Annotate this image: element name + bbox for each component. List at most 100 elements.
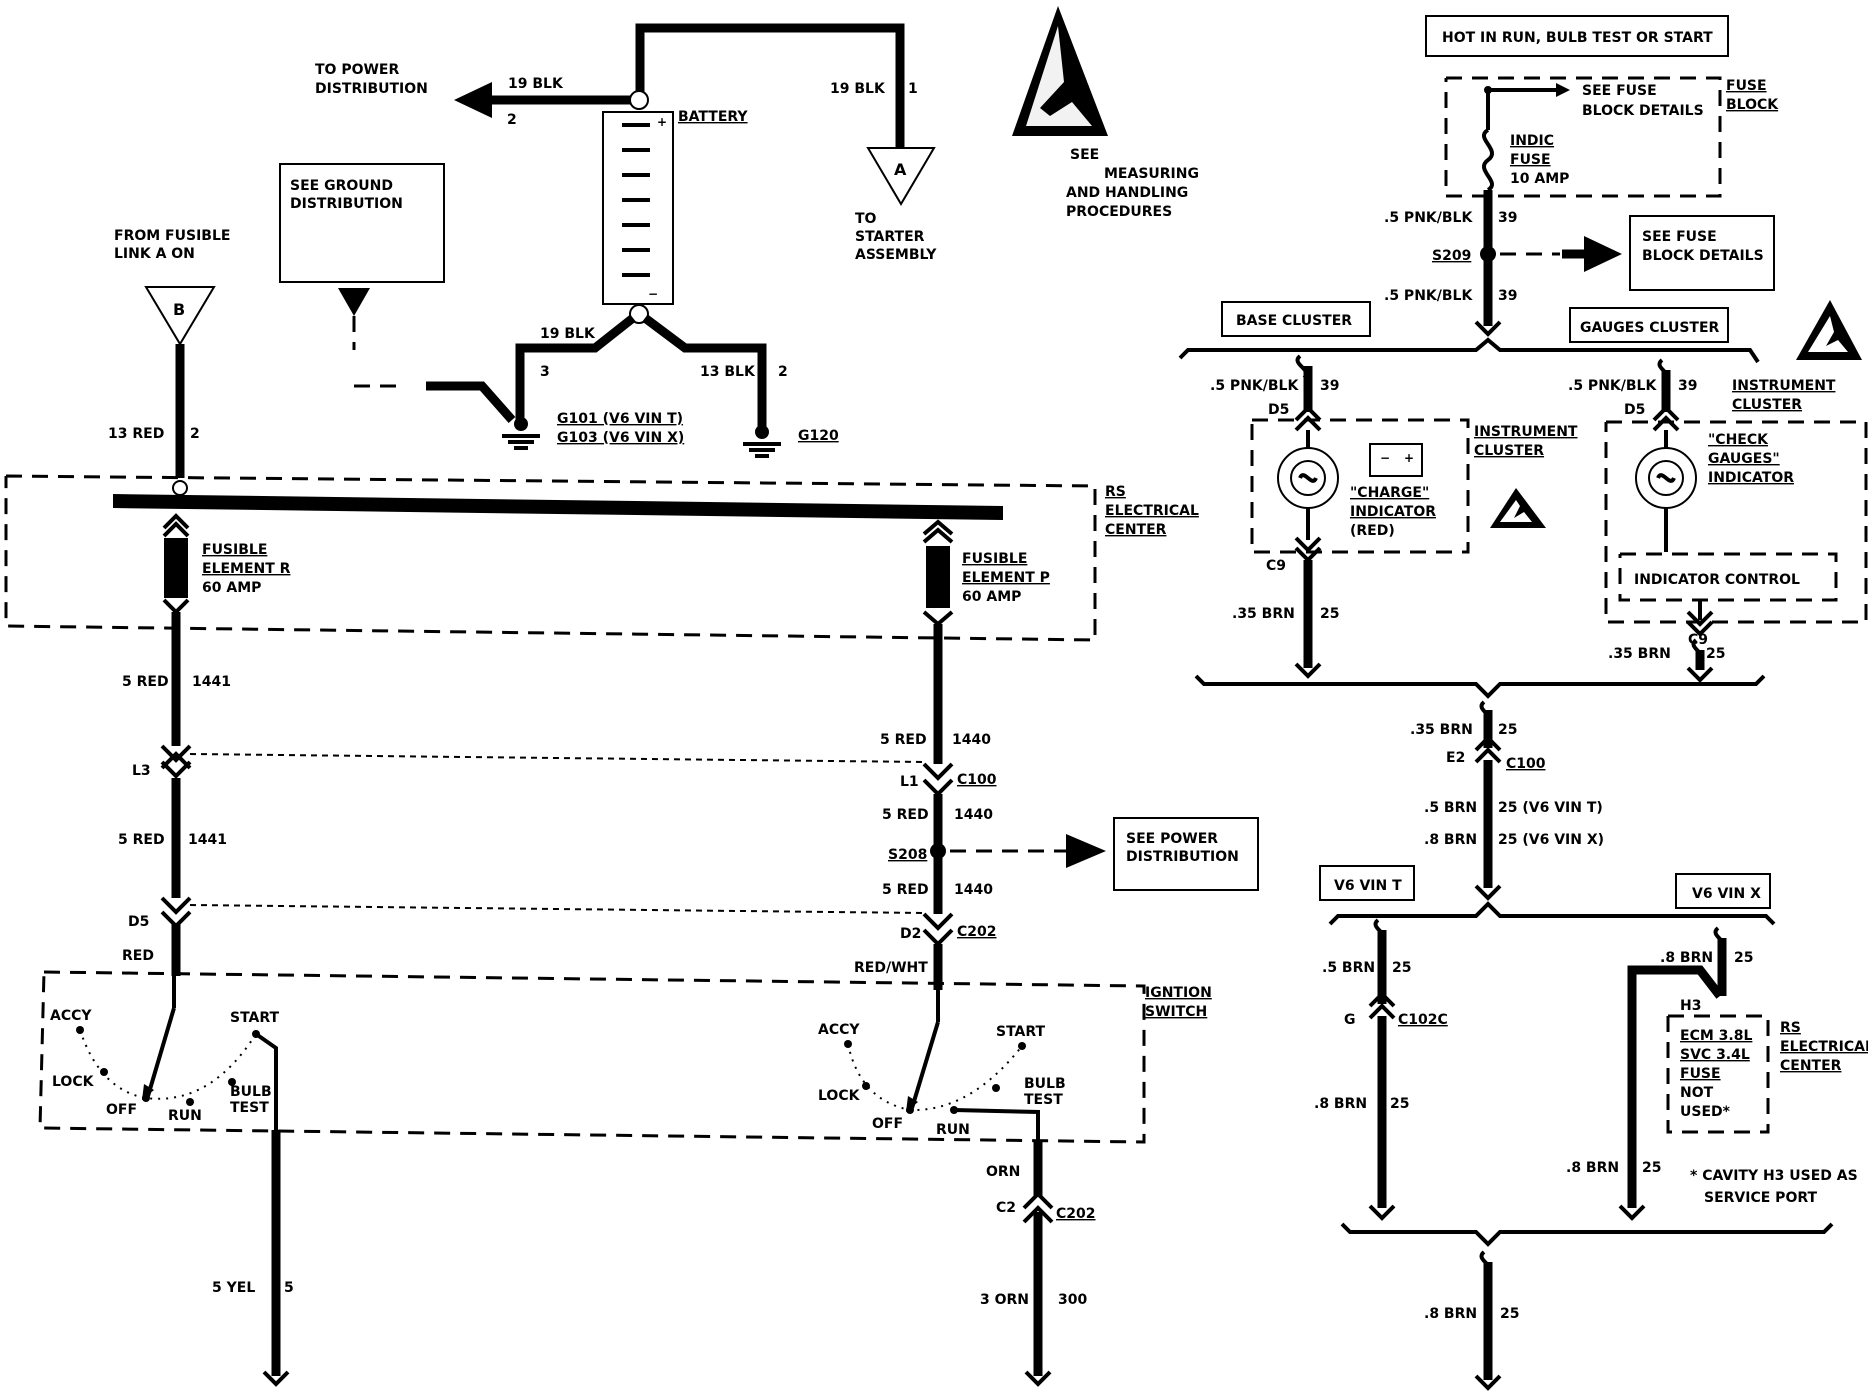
instrument-cluster-2-a: INSTRUMENT — [1732, 378, 1836, 394]
ignition-mid-start: START — [996, 1024, 1046, 1040]
final-merge-bar — [1340, 1222, 1834, 1247]
fusible-element-p — [926, 546, 950, 608]
wire-pnkblk-1-label: .5 PNK/BLK — [1384, 210, 1473, 226]
wire-5brn-vin-t-label: .5 BRN — [1424, 800, 1477, 816]
check-gauges-label-1: "CHECK — [1708, 432, 1769, 448]
fuse-block-border — [1444, 76, 1722, 198]
wire-19blk-right-label: 19 BLK — [830, 81, 886, 97]
c9-1-label: C9 — [1266, 558, 1286, 574]
cavity-note-1: * CAVITY H3 USED AS — [1690, 1168, 1858, 1184]
indic-fuse-icon — [1482, 128, 1494, 192]
wire-19blk-to-g101 — [515, 314, 636, 420]
ignition-left-test: TEST — [230, 1100, 269, 1116]
wire-13blk-label: 13 BLK — [700, 364, 756, 380]
v6-vin-x-box — [1675, 873, 1771, 909]
see-fuse-block-2-a: SEE FUSE — [1642, 229, 1717, 245]
ignition-mid-positions — [847, 1043, 1023, 1112]
connector-c202-link — [189, 904, 925, 914]
ignition-c202-label: C202 — [1056, 1206, 1096, 1222]
cluster-merge-bar — [1194, 674, 1766, 699]
wire-8brn-x-bottom-label: .8 BRN — [1566, 1160, 1619, 1176]
wire-8brn-vin-x-label: .8 BRN — [1424, 832, 1477, 848]
rs-center-right-1: RS — [1780, 1020, 1801, 1036]
arrow-to-see-power — [1066, 834, 1106, 868]
ignition-orn-label: ORN — [986, 1164, 1020, 1180]
s209-label: S209 — [1432, 248, 1471, 264]
see-fuse-block-1-b: BLOCK DETAILS — [1582, 103, 1704, 119]
wire-5brn-t-circuit: 25 — [1392, 960, 1411, 976]
wire-35brn-1-label: .35 BRN — [1232, 606, 1295, 622]
mid-wire1-circuit: 1440 — [952, 732, 991, 748]
ignition-mid-accy: ACCY — [818, 1022, 860, 1038]
ignition-label-1: IGNTION — [1145, 985, 1212, 1001]
fusible-element-r — [164, 538, 188, 598]
wire-pnkblk-3-label: .5 PNK/BLK — [1210, 378, 1299, 394]
see-power-label-2: DISTRIBUTION — [1126, 849, 1239, 865]
wire-pnkblk-1-circuit: 39 — [1498, 210, 1517, 226]
ignition-mid-run: RUN — [936, 1122, 970, 1138]
gauges-cluster-box — [1569, 307, 1729, 343]
wire-pnkblk-2-circuit: 39 — [1498, 288, 1517, 304]
from-fusible-label-2: LINK A ON — [114, 246, 195, 262]
connector-b — [144, 286, 216, 346]
charge-indicator-label-2: INDICATOR — [1350, 504, 1436, 520]
to-starter-label-3: ASSEMBLY — [855, 247, 937, 263]
gauges-instrument-cluster-border — [1604, 420, 1868, 624]
ecm-fuse-label-4: NOT — [1680, 1085, 1714, 1101]
battery-positive-terminal — [629, 90, 649, 110]
connector-a — [866, 147, 936, 206]
rs-center-label-2: ELECTRICAL — [1105, 503, 1199, 519]
wire-19blk-to-starter — [635, 23, 905, 148]
mid-wire3-circuit: 1440 — [954, 882, 993, 898]
see-ground-label-2: DISTRIBUTION — [290, 196, 403, 212]
see-fuse-block-box — [1629, 215, 1775, 291]
left-l3-label: L3 — [132, 763, 151, 779]
instrument-cluster-2-b: CLUSTER — [1732, 397, 1802, 413]
wire-13red-circuit: 2 — [190, 426, 200, 442]
mid-c100-label: C100 — [957, 772, 997, 788]
bus-bar — [113, 494, 1003, 520]
wire-pnkblk-3-circuit: 39 — [1320, 378, 1339, 394]
charge-indicator-label-3: (RED) — [1350, 523, 1395, 539]
ignition-switch: IGNTION SWITCH ACCY START LOCK OFF RUN B… — [38, 970, 1212, 1387]
wire-8brn-vin-x-circuit: 25 (V6 VIN X) — [1498, 832, 1604, 848]
ignition-mid-bulb: BULB — [1024, 1076, 1066, 1092]
wire-35brn-1-circuit: 25 — [1320, 606, 1339, 622]
base-cluster-box — [1221, 301, 1371, 337]
fusible-p-label-1: FUSIBLE — [962, 551, 1027, 567]
base-cluster-label: BASE CLUSTER — [1236, 313, 1352, 329]
mid-d2-label: D2 — [900, 926, 921, 942]
hot-in-run-label: HOT IN RUN, BULB TEST OR START — [1442, 30, 1713, 46]
wire-19blk-bottom-circuit: 3 — [540, 364, 550, 380]
cluster-branch-bar — [1178, 337, 1760, 364]
left-red-label: RED — [122, 948, 154, 964]
wire-35brn-3-label: .35 BRN — [1410, 722, 1473, 738]
v6-vin-x-label: V6 VIN X — [1692, 886, 1761, 902]
wire-8brn-final-label: .8 BRN — [1424, 1306, 1477, 1322]
right-c100-label: C100 — [1506, 756, 1546, 772]
fusible-r-label-2: ELEMENT R — [202, 561, 291, 577]
ignition-c2-label: C2 — [996, 1200, 1016, 1216]
connector-a-label: A — [894, 160, 907, 179]
wire-8brn-x-top-label: .8 BRN — [1660, 950, 1713, 966]
c102c-label: C102C — [1398, 1012, 1448, 1028]
see-measuring-2: MEASURING — [1104, 166, 1199, 182]
from-fusible-label-1: FROM FUSIBLE — [114, 228, 230, 244]
connector-b-label: B — [173, 300, 185, 319]
battery-section: TO POWER DISTRIBUTION 19 BLK 2 19 BLK 1 … — [108, 6, 1199, 496]
ground-g120-label: G120 — [798, 428, 839, 444]
c9-2-label: C9 — [1688, 632, 1708, 648]
gauges-cluster-section: .5 PNK/BLK 39 D5 INSTRUMENT CLUSTER "CHE… — [1568, 358, 1868, 683]
to-power-distribution-label-2: DISTRIBUTION — [315, 81, 428, 97]
wire-19blk-right-circuit: 1 — [908, 81, 918, 97]
see-ground-box — [279, 163, 445, 283]
see-fuse-block-1-a: SEE FUSE — [1582, 83, 1657, 99]
wire-19blk-left-circuit: 2 — [507, 112, 517, 128]
wire-pnkblk-4-label: .5 PNK/BLK — [1568, 378, 1657, 394]
wire-5brn-vin-t-circuit: 25 (V6 VIN T) — [1498, 800, 1603, 816]
wire-3orn-circuit: 300 — [1058, 1292, 1087, 1308]
fusible-r-label-3: 60 AMP — [202, 580, 261, 596]
ignition-mid-lock: LOCK — [818, 1088, 861, 1104]
left-path: 5 RED 1441 L3 5 RED 1441 D5 RED — [118, 612, 925, 976]
